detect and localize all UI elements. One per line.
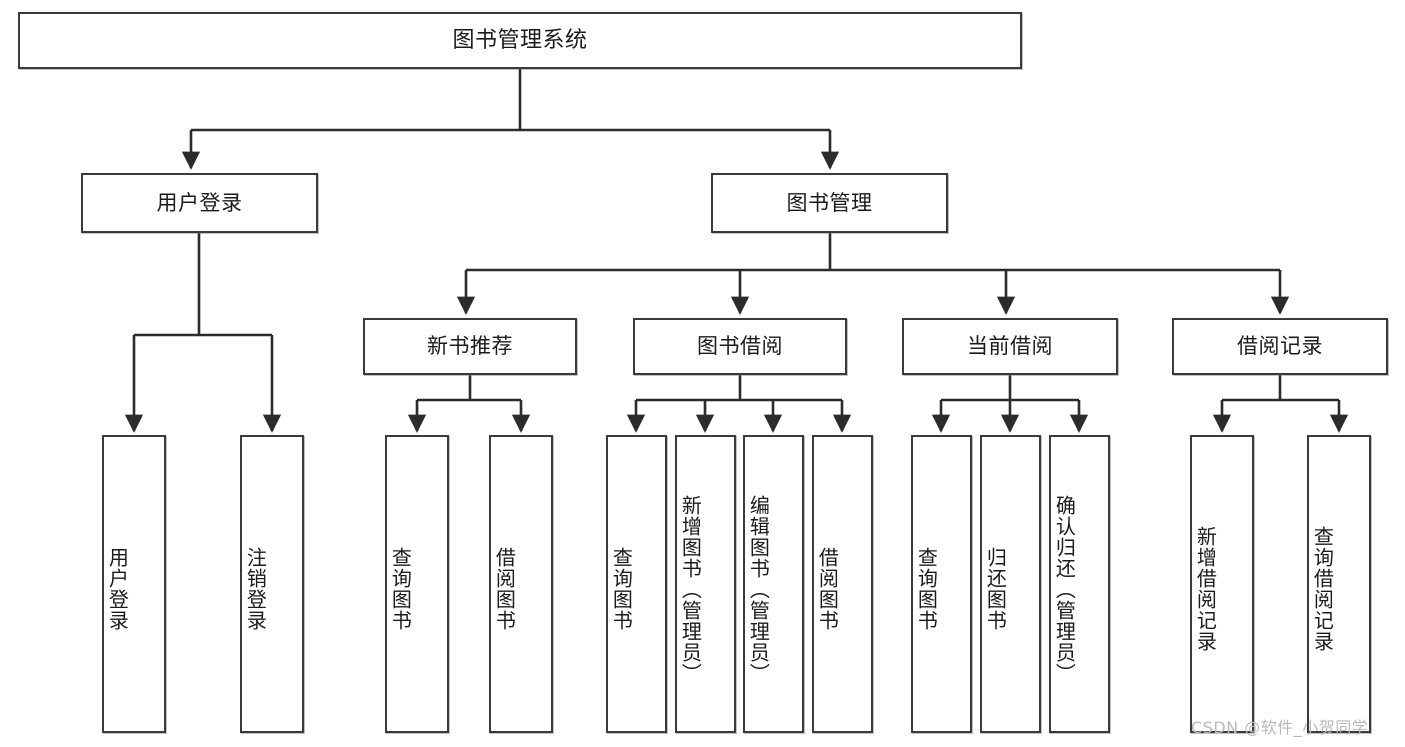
node-borrow-record[interactable]: 借阅记录 bbox=[1172, 318, 1388, 375]
node-leaf-borrow-book-1-label: 借阅图书 bbox=[492, 547, 517, 631]
node-leaf-user-login[interactable]: 用户登录 bbox=[102, 435, 166, 733]
node-leaf-query-record-label: 查询借阅记录 bbox=[1310, 526, 1335, 652]
node-borrow-record-label: 借阅记录 bbox=[1237, 334, 1323, 359]
node-leaf-return-book-label: 归还图书 bbox=[983, 547, 1008, 631]
node-leaf-borrow-book-1[interactable]: 借阅图书 bbox=[489, 435, 553, 733]
node-leaf-borrow-book-2[interactable]: 借阅图书 bbox=[812, 435, 873, 733]
node-leaf-query-book-1-label: 查询图书 bbox=[388, 547, 413, 631]
node-current-borrow[interactable]: 当前借阅 bbox=[902, 318, 1118, 375]
node-root[interactable]: 图书管理系统 bbox=[18, 12, 1022, 69]
node-user-login-label: 用户登录 bbox=[156, 190, 243, 215]
node-leaf-add-record[interactable]: 新增借阅记录 bbox=[1190, 435, 1254, 733]
node-leaf-query-record[interactable]: 查询借阅记录 bbox=[1307, 435, 1371, 733]
node-leaf-add-book[interactable]: 新增图书（管理员） bbox=[675, 435, 736, 733]
node-leaf-confirm-return-label: 确认归还（管理员） bbox=[1052, 494, 1077, 684]
node-user-login[interactable]: 用户登录 bbox=[81, 173, 318, 233]
node-leaf-query-book-2[interactable]: 查询图书 bbox=[606, 435, 667, 733]
node-leaf-query-book-2-label: 查询图书 bbox=[609, 547, 634, 631]
node-book-management-label: 图书管理 bbox=[786, 190, 873, 215]
node-current-borrow-label: 当前借阅 bbox=[967, 334, 1053, 359]
node-leaf-query-book-3-label: 查询图书 bbox=[914, 547, 939, 631]
node-leaf-add-record-label: 新增借阅记录 bbox=[1193, 526, 1218, 652]
node-book-borrow[interactable]: 图书借阅 bbox=[633, 318, 847, 375]
node-book-borrow-label: 图书借阅 bbox=[697, 334, 783, 359]
csdn-watermark: CSDN @软件_小贺同学 bbox=[1191, 718, 1369, 737]
node-leaf-logout-label: 注销登录 bbox=[243, 547, 268, 631]
node-leaf-add-book-label: 新增图书（管理员） bbox=[678, 494, 703, 684]
node-new-book-recommend[interactable]: 新书推荐 bbox=[363, 318, 577, 375]
node-leaf-query-book-3[interactable]: 查询图书 bbox=[911, 435, 972, 733]
node-leaf-edit-book[interactable]: 编辑图书（管理员） bbox=[743, 435, 804, 733]
node-leaf-confirm-return[interactable]: 确认归还（管理员） bbox=[1049, 435, 1110, 733]
node-leaf-edit-book-label: 编辑图书（管理员） bbox=[746, 494, 771, 684]
node-new-book-recommend-label: 新书推荐 bbox=[427, 334, 513, 359]
node-book-management[interactable]: 图书管理 bbox=[711, 173, 948, 233]
node-leaf-borrow-book-2-label: 借阅图书 bbox=[815, 547, 840, 631]
node-root-label: 图书管理系统 bbox=[452, 27, 588, 53]
node-leaf-logout[interactable]: 注销登录 bbox=[240, 435, 304, 733]
node-leaf-query-book-1[interactable]: 查询图书 bbox=[385, 435, 449, 733]
node-leaf-return-book[interactable]: 归还图书 bbox=[980, 435, 1041, 733]
node-leaf-user-login-label: 用户登录 bbox=[105, 547, 130, 631]
